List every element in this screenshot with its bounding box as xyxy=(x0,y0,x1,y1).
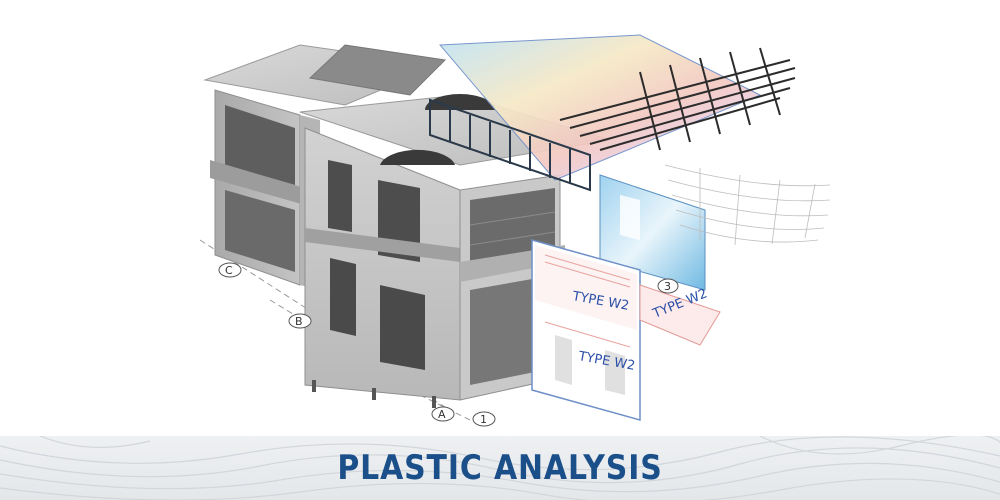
slab-stress-heatmap xyxy=(438,34,762,181)
wall-panel-drawings: TYPE W2 TYPE W2 TYPE W2 xyxy=(531,239,721,421)
svg-text:C: C xyxy=(225,264,233,277)
svg-text:A: A xyxy=(438,408,446,421)
svg-text:B: B xyxy=(295,315,303,328)
deformation-mesh xyxy=(664,164,831,246)
grid-bubble-c: C xyxy=(218,262,242,278)
grid-bubble-b: B xyxy=(288,313,312,329)
title-banner: PLASTIC ANALYSIS xyxy=(0,436,1000,500)
building-illustration: TYPE W2 TYPE W2 TYPE W2 C B A 1 xyxy=(199,34,831,427)
beam-rebar-cage xyxy=(429,98,591,192)
grid-bubble-1: 1 xyxy=(472,411,496,427)
banner-title: PLASTIC ANALYSIS xyxy=(337,448,663,488)
svg-text:1: 1 xyxy=(480,413,487,426)
grid-bubble-3: 3 xyxy=(657,278,679,294)
grid-bubble-a: A xyxy=(431,406,455,422)
grid-bubbles: C B A 1 3 xyxy=(218,262,679,427)
svg-text:3: 3 xyxy=(664,280,671,293)
structure-3d-render: TYPE W2 TYPE W2 TYPE W2 C B A 1 xyxy=(199,34,831,427)
rebar-mesh xyxy=(559,47,796,151)
